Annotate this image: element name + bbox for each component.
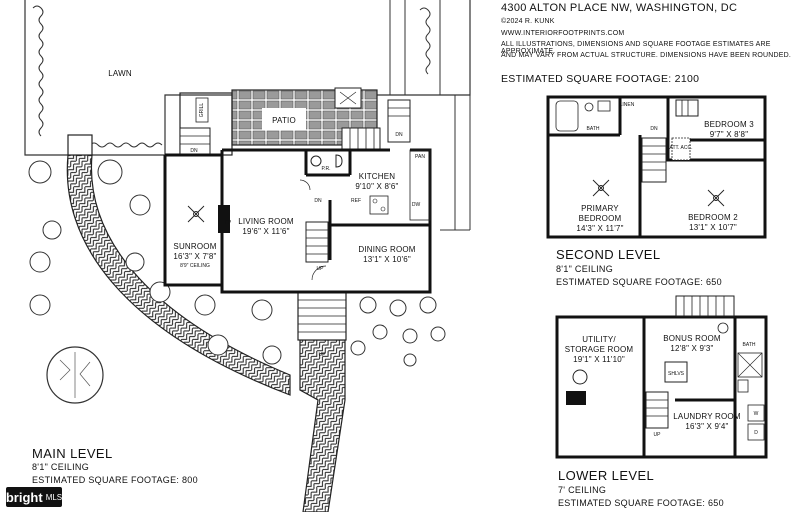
front-steps-up: UP: [319, 352, 327, 358]
shelves-label: SHLVS: [668, 371, 685, 377]
bonus-room-dim: 12'8" X 9'3": [670, 344, 713, 353]
disclaimer-line-2: AND MAY VARY FROM ACTUAL STRUCTURE. DIME…: [501, 52, 792, 59]
main-level-sqft: ESTIMATED SQUARE FOOTAGE: 800: [32, 475, 198, 485]
utility-room-name-2: STORAGE ROOM: [565, 345, 634, 354]
kitchen-dim: 9'10" X 8'6": [355, 182, 398, 191]
bedroom-3-name: BEDROOM 3: [704, 120, 754, 129]
lower-stair-up: UP: [654, 432, 662, 438]
primary-bedroom-name-1: PRIMARY: [581, 204, 619, 213]
interior-stair-dn: DN: [314, 198, 322, 204]
front-steps: [297, 291, 347, 341]
linen-label: LINEN: [620, 102, 635, 108]
pantry-label: PAN: [415, 154, 425, 160]
dining-room-dim: 13'1" X 10'6": [363, 255, 411, 264]
front-walkway: [299, 339, 346, 512]
lower-level-walls: [555, 315, 768, 459]
lower-level-sqft: ESTIMATED SQUARE FOOTAGE: 650: [558, 498, 724, 508]
washer-label: W: [754, 411, 759, 417]
bedroom-2-dim: 13'1" X 10'7": [689, 223, 737, 232]
yard-trees: [28, 159, 446, 367]
deck-stair-dn: DN: [190, 148, 198, 154]
bonus-room-name: BONUS ROOM: [663, 334, 721, 343]
address-title: 4300 ALTON PLACE NW, WASHINGTON, DC: [501, 2, 738, 14]
lawn-label: LAWN: [108, 69, 132, 78]
total-square-footage: ESTIMATED SQUARE FOOTAGE: 2100: [501, 73, 700, 85]
watermark-brand: bright: [5, 489, 43, 505]
second-level-walls: [546, 95, 767, 239]
disclaimer-line-1: ALL ILLUSTRATIONS, DIMENSIONS AND SQUARE…: [501, 41, 771, 55]
rear-stair-dn: DN: [395, 132, 403, 138]
main-level-title: MAIN LEVEL: [32, 446, 113, 461]
second-level-title: SECOND LEVEL: [556, 247, 661, 262]
second-level-sqft: ESTIMATED SQUARE FOOTAGE: 650: [556, 277, 722, 287]
lower-level-ceiling: 7' CEILING: [558, 485, 607, 495]
living-room-name: LIVING ROOM: [238, 217, 294, 226]
laundry-room-dim: 16'3" X 9'4": [685, 422, 728, 431]
lower-level-title: LOWER LEVEL: [558, 468, 655, 483]
sunroom-ceiling: 8'9" CEILING: [180, 263, 210, 269]
watermark-suffix: MLS: [45, 492, 63, 502]
living-room-dim: 19'6" X 11'6": [242, 227, 289, 236]
laundry-room-name: LAUNDRY ROOM: [673, 412, 741, 421]
dishwasher-label: DW: [412, 202, 421, 208]
sunroom-name: SUNROOM: [173, 242, 216, 251]
second-bath-label: BATH: [587, 126, 600, 132]
bedroom-3-dim: 9'7" X 8'8": [710, 130, 749, 139]
second-stair-dn: DN: [650, 126, 658, 132]
lower-bath-label: BATH: [743, 342, 756, 348]
sunroom-ceiling-fan: [187, 205, 205, 223]
patio-label: PATIO: [272, 116, 296, 125]
dryer-label: D: [754, 430, 758, 436]
grill-label: GRILL: [199, 103, 205, 118]
primary-bedroom-name-2: BEDROOM: [579, 214, 622, 223]
lawn-fence: [24, 0, 165, 156]
copyright: ©2024 R. KUNK: [501, 18, 555, 25]
attic-access-label: ATT. ACC.: [670, 145, 693, 151]
bedroom-2-name: BEDROOM 2: [688, 213, 738, 222]
utility-room-dim: 19'1" X 11'10": [573, 355, 625, 364]
primary-bedroom-dim: 14'3" X 11'7": [576, 224, 623, 233]
second-level-ceiling: 8'1" CEILING: [556, 264, 614, 274]
fireplace: [218, 205, 230, 233]
main-level-ceiling: 8'1" CEILING: [32, 462, 90, 472]
hedge-shrubs: [32, 5, 431, 148]
website: WWW.INTERIORFOOTPRINTS.COM: [501, 30, 625, 37]
dining-room-name: DINING ROOM: [358, 245, 415, 254]
sunroom-dim: 16'3" X 7'8": [173, 252, 216, 261]
refrigerator-label: REF: [351, 198, 361, 204]
curved-walkway: [66, 154, 291, 396]
fireplace-label: FP: [225, 220, 232, 226]
utility-room-name-1: UTILITY/: [582, 335, 616, 344]
powder-room-label: P.R.: [321, 166, 330, 172]
kitchen-name: KITCHEN: [359, 172, 396, 181]
water-heater: [566, 391, 586, 405]
interior-stair-up: UP: [317, 266, 325, 272]
